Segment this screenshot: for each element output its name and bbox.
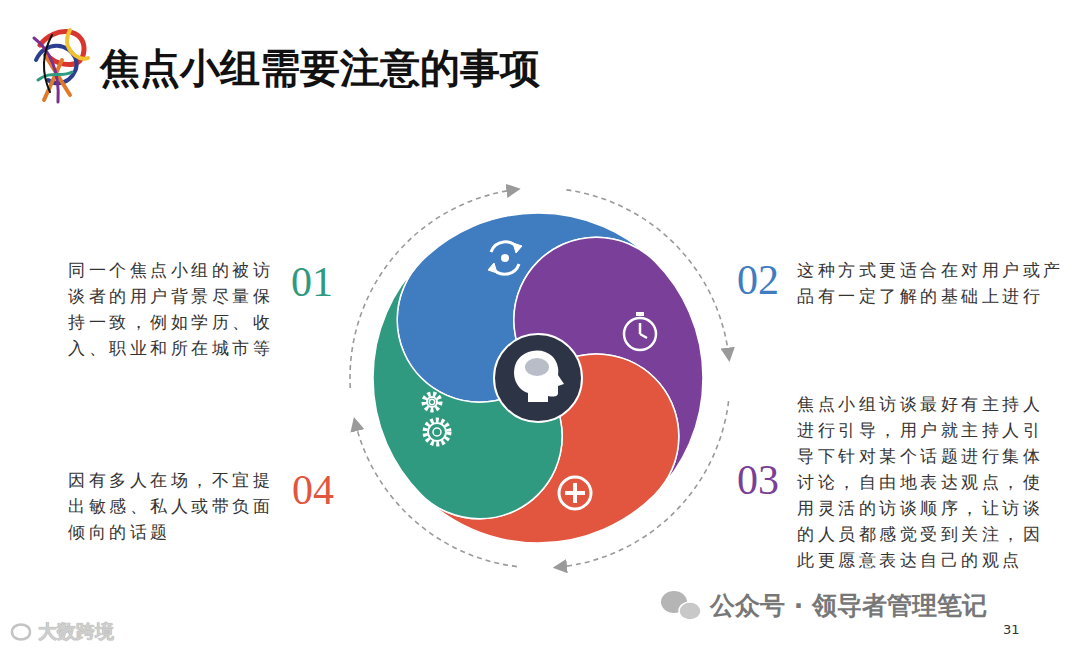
watermark: 公众号 · 领导者管理笔记 [710, 590, 987, 621]
watermark-icon [12, 625, 30, 640]
center-icon [494, 334, 582, 422]
page-number: 31 [1003, 620, 1020, 639]
note-text: 焦点小组访谈最好有主持人 进行引导，用户就主持人引 导下针对某个话题进行集体 讨… [797, 391, 1052, 573]
note-text: 因有多人在场，不宜提 出敏感、私人或带负面 倾向的话题 [68, 467, 280, 545]
note-text: 这种方式更适合在对用户或产 品有一定了解的基础上进行 [797, 257, 1072, 309]
callout-number: 03 [737, 456, 779, 504]
callout-number: 02 [737, 256, 779, 304]
watermark-icon [661, 591, 701, 620]
cycle-arrows [350, 190, 729, 567]
note-text: 同一个焦点小组的被访 谈者的用户背景尽量保 持一致，例如学历、收 入、职业和所在… [68, 257, 280, 361]
segment-icons [424, 242, 656, 509]
watermark: 大数跨境 [38, 619, 114, 644]
swirl [373, 213, 703, 543]
logo [34, 30, 88, 102]
callout-number: 04 [292, 466, 334, 514]
callout-number: 01 [291, 258, 333, 306]
slide-title: 焦点小组需要注意的事项 [100, 42, 540, 94]
